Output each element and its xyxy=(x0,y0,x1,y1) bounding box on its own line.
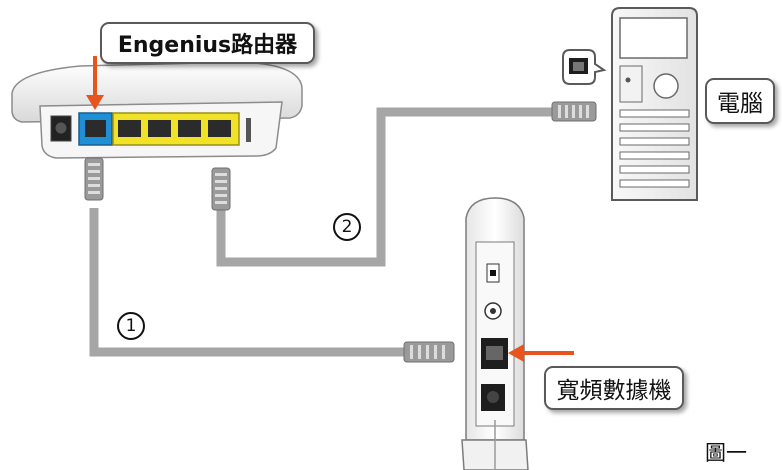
router-label: Engenius路由器 xyxy=(100,22,315,64)
cable-1 xyxy=(89,208,406,357)
ethernet-plug-modem xyxy=(403,341,455,363)
figure-caption: 圖一 xyxy=(705,441,747,465)
ethernet-plug-router-wan xyxy=(84,157,104,201)
computer-port-callout xyxy=(562,49,607,85)
computer-label: 電腦 xyxy=(705,78,775,124)
arrow-to-wan-port xyxy=(86,56,104,110)
cable-2 xyxy=(216,107,556,267)
ethernet-plug-computer xyxy=(551,101,597,122)
modem-label: 寬頻數據機 xyxy=(544,366,684,410)
arrow-to-modem-port xyxy=(508,344,574,362)
modem-device xyxy=(461,197,529,470)
computer-tower xyxy=(611,7,698,201)
step-1-marker: 1 xyxy=(117,312,145,340)
ethernet-plug-router-lan xyxy=(211,167,231,211)
step-2-marker: 2 xyxy=(333,213,361,241)
router-device xyxy=(11,61,303,159)
